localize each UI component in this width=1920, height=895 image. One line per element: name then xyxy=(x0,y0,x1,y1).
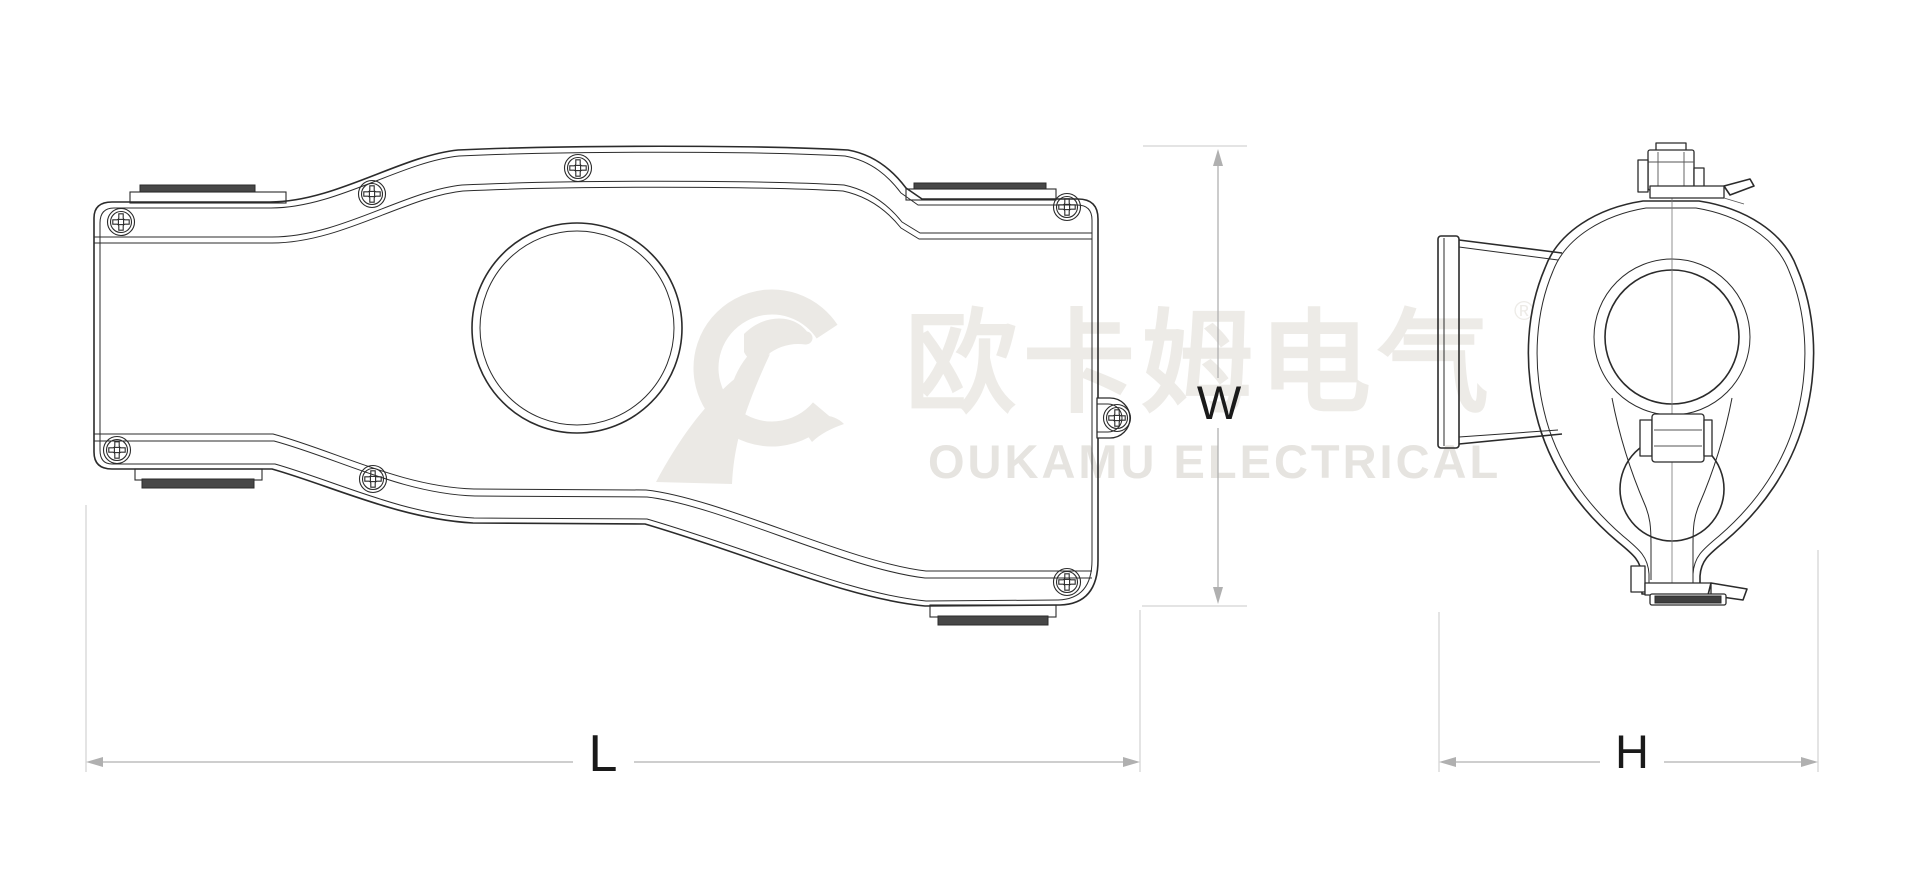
top-clamp xyxy=(1637,142,1755,205)
bottom-clamp xyxy=(1630,565,1748,606)
brand-name-chinese: 欧卡姆电气 xyxy=(905,299,1495,429)
dimension-length: L xyxy=(85,505,1141,783)
tab-top-right xyxy=(905,188,1057,201)
screw-icon xyxy=(1052,192,1082,222)
gland-hole-inner xyxy=(479,230,675,426)
conduit-top xyxy=(1458,239,1563,254)
conduit-top-inner xyxy=(1458,246,1559,261)
side-view-drawing xyxy=(1437,142,1815,606)
top-view-drawing xyxy=(93,145,1132,626)
gland-hole-outer xyxy=(471,222,683,434)
side-ear-inner xyxy=(1097,403,1123,433)
conduit-bottom xyxy=(1458,433,1563,445)
width-label: W xyxy=(1197,376,1242,429)
tab-bottom-right-lip xyxy=(937,615,1049,626)
dimension-width: W xyxy=(1142,145,1247,607)
arrow-right-icon xyxy=(1123,757,1140,767)
housing-outline xyxy=(93,145,1099,607)
body-outline xyxy=(1527,200,1815,595)
arrow-left-icon xyxy=(1439,757,1456,767)
height-label: H xyxy=(1615,725,1649,778)
arrow-down-icon xyxy=(1213,587,1223,604)
brand-logo-swoosh xyxy=(656,289,851,484)
screw-icon xyxy=(1052,567,1082,597)
rim-band-bottom-b xyxy=(94,440,1092,579)
conduit-flange xyxy=(1437,235,1460,449)
body-outline-inner xyxy=(1536,207,1806,588)
screw-icon xyxy=(357,179,387,209)
dimension-height: H xyxy=(1438,550,1819,778)
brand-name-english: OUKAMU ELECTRICAL xyxy=(928,435,1502,488)
arrow-up-icon xyxy=(1213,149,1223,166)
rim-band-bottom-a xyxy=(94,433,1092,572)
registered-trademark-icon: ® xyxy=(1514,296,1534,326)
housing-outline-inner xyxy=(99,151,1093,602)
opening-right xyxy=(1692,397,1733,580)
middle-clamp xyxy=(1639,413,1713,463)
tab-bottom-left xyxy=(134,468,263,481)
tab-bottom-right xyxy=(929,604,1057,618)
tab-top-left xyxy=(129,191,287,204)
screw-icon xyxy=(563,153,593,183)
screw-icon xyxy=(358,464,388,494)
screw-icon xyxy=(106,207,136,237)
arrow-left-icon xyxy=(86,757,103,767)
length-label: L xyxy=(589,725,618,783)
opening-left xyxy=(1611,397,1652,580)
rim-band-top-a xyxy=(94,180,1092,238)
rim-band-top-b xyxy=(94,186,1092,244)
tab-bottom-left-lip xyxy=(141,478,255,489)
arrow-right-icon xyxy=(1801,757,1818,767)
